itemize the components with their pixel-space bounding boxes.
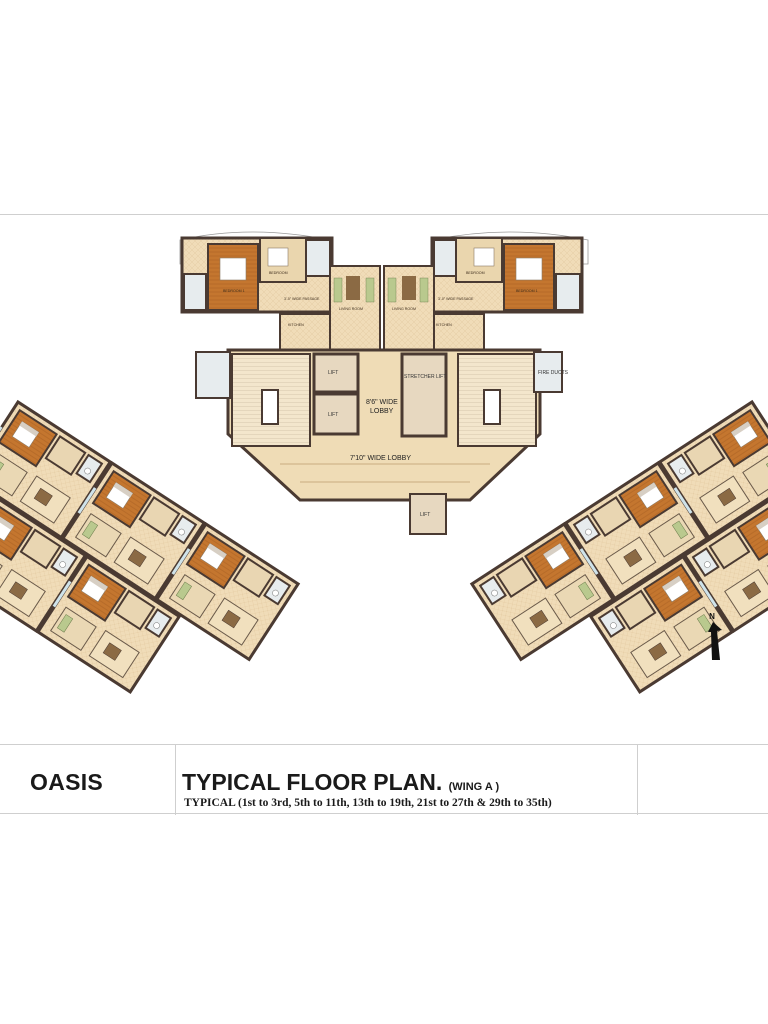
room-label: 3'-0" WIDE PASSAGE <box>284 297 320 301</box>
lift-label: LIFT <box>328 412 338 418</box>
flat-top-left: BEDROOM 1 BEDROOM 3'-0" WIDE PASSAGE LIV… <box>179 231 381 351</box>
room-label: KITCHEN <box>288 323 304 327</box>
plan-title: TYPICAL FLOOR PLAN. (WING A ) <box>182 769 499 796</box>
floor-plan: BEDROOM 1 BEDROOM 3'-0" WIDE PASSAGE LIV… <box>0 231 768 694</box>
north-label: N <box>709 612 715 621</box>
drawing-sheet <box>0 214 768 814</box>
room-label: BEDROOM 1 <box>516 289 538 293</box>
duct-label: FIRE DUCTS <box>538 370 569 376</box>
project-cell: OASIS <box>0 745 176 815</box>
plan-subtitle: TYPICAL (1st to 3rd, 5th to 11th, 13th t… <box>184 797 552 809</box>
lift-label: STRETCHER LIFT <box>404 374 446 380</box>
project-name: OASIS <box>30 769 104 795</box>
lift-label: LIFT <box>328 370 338 376</box>
room-label: LIVING ROOM <box>339 307 363 311</box>
room-label: BEDROOM <box>269 271 288 275</box>
blank-cell <box>638 745 768 815</box>
room-label: LIVING ROOM <box>392 307 416 311</box>
room-label: 3'-0" WIDE PASSAGE <box>438 297 474 301</box>
lobby-label: LOBBY <box>370 408 394 415</box>
lift-label: LIFT <box>420 512 430 518</box>
title-cell: TYPICAL FLOOR PLAN. (WING A ) TYPICAL (1… <box>176 745 638 815</box>
title-block: OASIS TYPICAL FLOOR PLAN. (WING A ) TYPI… <box>0 744 768 815</box>
room-label: BEDROOM 1 <box>223 289 245 293</box>
north-arrow-icon <box>708 622 722 660</box>
room-label: KITCHEN <box>436 323 452 327</box>
plan-title-wing: (WING A ) <box>448 781 500 793</box>
central-core: LIFT LIFT STRETCHER LIFT LIFT FIRE DUCTS… <box>195 348 569 535</box>
plan-title-main: TYPICAL FLOOR PLAN. <box>182 769 443 795</box>
flat-top-right: BEDROOM 1 BEDROOM 3'-0" WIDE PASSAGE LIV… <box>383 231 589 351</box>
lobby-label: 8'6" WIDE <box>366 399 398 406</box>
corridor-label: 7'10" WIDE LOBBY <box>350 455 411 462</box>
north-arrow: N <box>704 612 734 662</box>
room-label: BEDROOM <box>466 271 485 275</box>
